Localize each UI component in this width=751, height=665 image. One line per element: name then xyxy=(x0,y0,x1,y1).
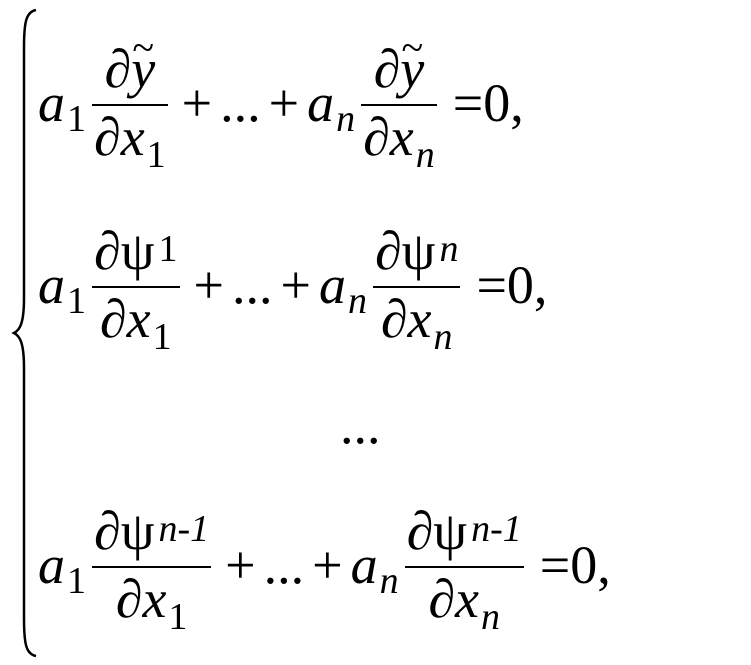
plus-sign: + xyxy=(225,535,256,595)
equals-zero: =0, xyxy=(452,73,524,133)
equals-zero: =0, xyxy=(539,535,611,595)
ellipsis: ... xyxy=(220,73,261,133)
vertical-ellipsis-row: ... xyxy=(340,395,381,455)
fraction-bar xyxy=(92,286,180,288)
left-brace-icon xyxy=(11,8,37,658)
tilde-accent: ~ xyxy=(132,25,154,70)
equals-zero: =0, xyxy=(476,255,548,315)
ellipsis: ... xyxy=(231,255,273,315)
plus-sign: + xyxy=(280,255,311,315)
fraction-bar xyxy=(92,566,212,568)
fraction-bar xyxy=(404,566,524,568)
plus-sign: + xyxy=(193,255,224,315)
fraction-bar xyxy=(372,286,461,288)
ellipsis: ... xyxy=(263,535,305,595)
plus-sign: + xyxy=(181,73,213,133)
plus-sign: + xyxy=(312,535,343,595)
fraction-bar xyxy=(92,104,168,106)
plus-sign: + xyxy=(268,73,300,133)
fraction-bar xyxy=(361,104,437,106)
tilde-accent: ~ xyxy=(401,25,424,70)
